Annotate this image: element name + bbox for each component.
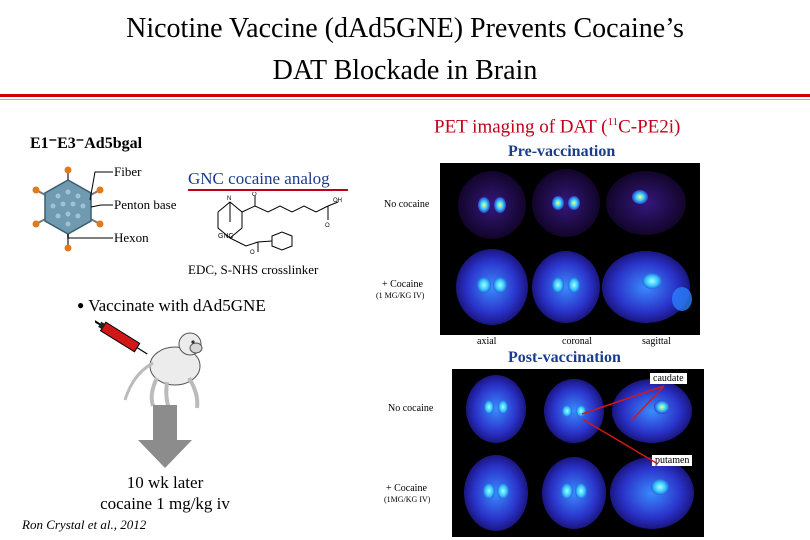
gnc-structure-label: GNC (218, 233, 234, 240)
down-arrow-icon (138, 440, 192, 468)
no-cocaine-pre-label: No cocaine (384, 199, 430, 210)
title-divider-thin (0, 99, 810, 100)
no-cocaine-post-label: No cocaine (388, 403, 434, 414)
anatomy-pointer-lines (581, 385, 665, 465)
view-sagittal-label: sagittal (642, 336, 671, 347)
svg-text:OH: OH (333, 198, 342, 204)
dose-pre-label: (1 MG/KG IV) (376, 291, 425, 300)
wait-line2: cocaine 1 mg/kg iv (100, 494, 230, 513)
pre-vaccination-pet-image (456, 169, 692, 325)
vaccinate-text: Vaccinate with dAd5GNE (88, 296, 266, 315)
gnc-label: GNC cocaine analog (188, 169, 330, 188)
page-title-line2: DAT Blockade in Brain (272, 55, 538, 86)
hexon-label: Hexon (114, 230, 149, 245)
monkey-vaccination-illustration (95, 319, 203, 409)
arrow-shaft (153, 405, 177, 441)
view-coronal-label: coronal (562, 336, 592, 347)
penton-base-label: Penton base (114, 197, 177, 212)
crosslinker-label: EDC, S-NHS crosslinker (188, 262, 319, 277)
gnc-structure-diagram: N O OH O O (217, 192, 342, 256)
caudate-label: caudate (650, 373, 687, 384)
pet-title-prefix: PET imaging of DAT ( (434, 116, 608, 138)
svg-text:O: O (250, 250, 255, 256)
post-vaccination-label: Post-vaccination (508, 349, 621, 366)
pet-title-sup: 11 (607, 116, 619, 128)
view-axial-label: axial (477, 336, 497, 347)
plus-cocaine-pre-label: + Cocaine (382, 279, 423, 290)
pet-title: PET imaging of DAT (11C-PE2i) (434, 116, 680, 138)
post-vaccination-pet-image (464, 375, 694, 531)
pre-vaccination-label: Pre-vaccination (508, 143, 616, 160)
vaccinate-label: ● Vaccinate with dAd5GNE (77, 296, 266, 316)
page-title-line1: Nicotine Vaccine (dAd5GNE) Prevents Coca… (126, 13, 684, 44)
bullet-icon: ● (77, 298, 85, 312)
title-divider (0, 94, 810, 97)
svg-text:O: O (252, 192, 257, 198)
post-vaccination-pet-panel: caudate putamen (452, 369, 704, 537)
plus-cocaine-post-label: + Cocaine (386, 483, 427, 494)
pre-vaccination-pet-panel (440, 163, 700, 335)
svg-text:O: O (325, 223, 330, 229)
adenovirus-diagram (32, 166, 113, 252)
putamen-label: putamen (652, 455, 693, 466)
gnc-divider (188, 189, 348, 191)
pet-title-suffix: C-PE2i) (618, 116, 681, 138)
dose-post-label: (1MG/KG IV) (384, 495, 431, 504)
svg-text:N: N (227, 196, 231, 202)
fiber-label: Fiber (114, 164, 142, 179)
wait-line1: 10 wk later (126, 473, 204, 492)
vector-label: E1⁻E3⁻Ad5bgal (30, 135, 143, 152)
citation: Ron Crystal et al., 2012 (22, 517, 147, 532)
